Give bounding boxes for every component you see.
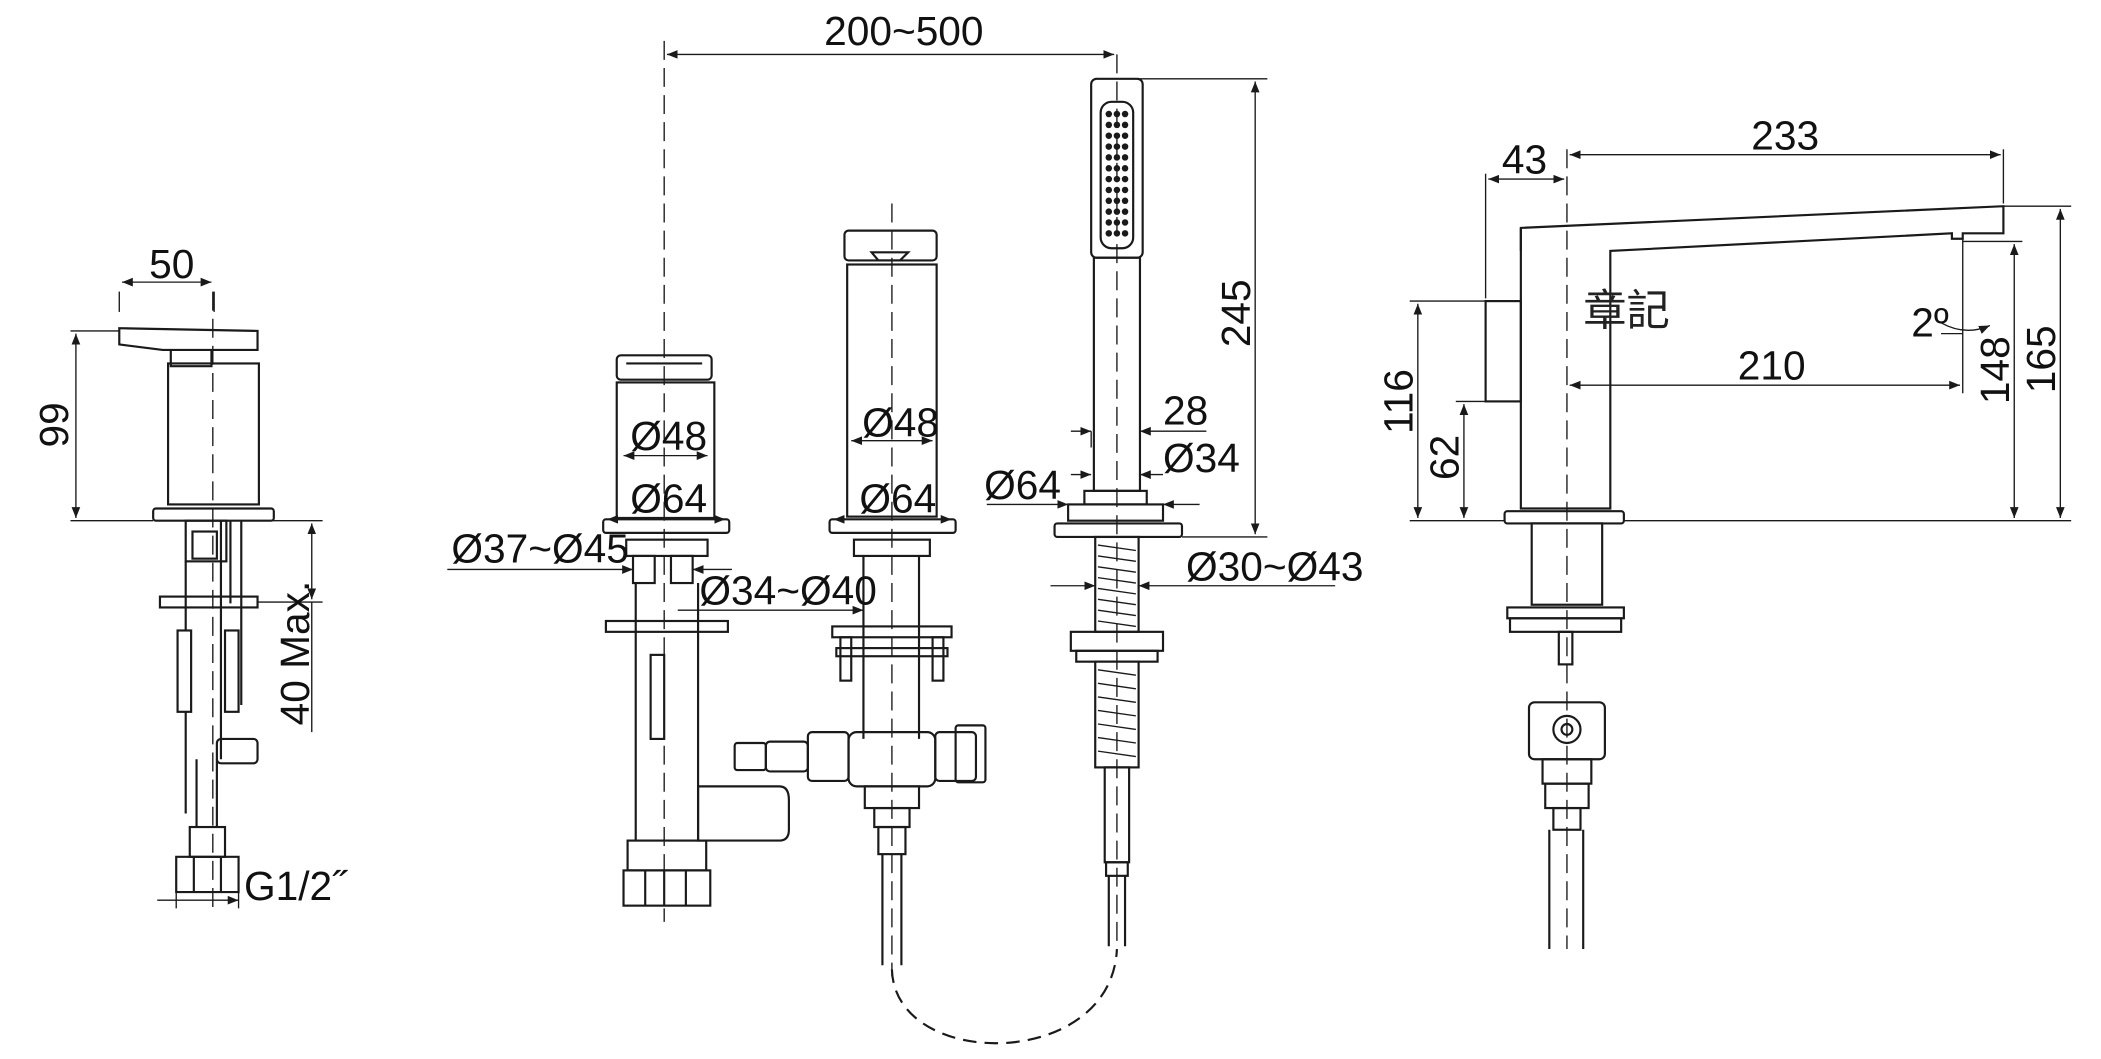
hand-shower-height-label: 245 <box>1213 279 1259 347</box>
diverter-dimensions <box>447 451 732 574</box>
hand-shower-unit <box>1053 54 1184 950</box>
diverter-hole-range: Ø37~Ø45 <box>451 526 628 572</box>
diverter-base-diameter: Ø64 <box>630 476 707 522</box>
right-body-height-label: 116 <box>1375 369 1421 434</box>
watermark-text: 章記 <box>1583 286 1670 336</box>
left-dimensions <box>70 277 323 909</box>
right-length-label: 233 <box>1751 112 1819 158</box>
spout-base-diameter: Ø64 <box>859 476 936 522</box>
left-height-label: 99 <box>31 402 77 447</box>
left-thread-label: G1/2˝ <box>244 863 348 909</box>
right-spout-height-label: 148 <box>1972 336 2018 404</box>
right-dimensions <box>1409 149 2072 522</box>
hand-shower-width-label: 28 <box>1163 387 1208 433</box>
hand-shower-dimensions <box>986 78 1336 591</box>
spout-top-diameter: Ø48 <box>862 400 939 446</box>
spacing-label: 200~500 <box>824 8 983 54</box>
hand-shower-base-diameter: Ø64 <box>984 462 1061 508</box>
spout-dimensions <box>677 436 952 615</box>
spout-hole-range: Ø34~Ø40 <box>699 568 876 614</box>
left-width-label: 50 <box>149 241 194 287</box>
right-side-view <box>1484 149 2005 950</box>
right-lever-height-label: 62 <box>1422 435 1468 480</box>
shower-grip-dots <box>1105 110 1129 237</box>
right-angle-label: 2º <box>1911 299 1949 345</box>
left-max-label: 40 Max. <box>272 581 318 726</box>
right-back-label: 43 <box>1502 137 1547 183</box>
right-reach-label: 210 <box>1738 343 1806 389</box>
right-total-height-label: 165 <box>2018 325 2064 393</box>
spout-unit <box>733 203 987 977</box>
hand-shower-hole-range: Ø30~Ø43 <box>1186 543 1363 589</box>
hand-shower-holder-diameter: Ø34 <box>1163 435 1240 481</box>
left-side-view <box>118 291 275 909</box>
diverter-top-diameter: Ø48 <box>630 413 707 459</box>
connecting-hose <box>890 948 1119 1045</box>
